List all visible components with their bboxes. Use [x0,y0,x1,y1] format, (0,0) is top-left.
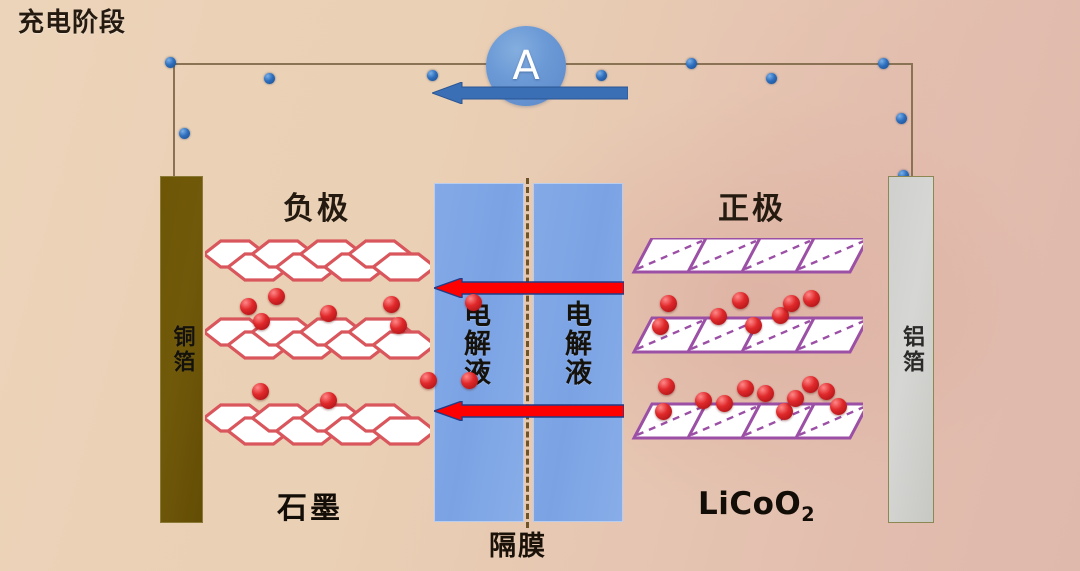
licoo2-layer [631,402,863,440]
aluminum-foil-label: 铝箔 [899,324,924,375]
lithium-ion [461,372,478,389]
electron-dot [179,128,190,139]
lithium-ion [802,376,819,393]
lithium-ion [787,390,804,407]
graphite-hexagon [370,330,430,360]
licoo2-formula: LiCoO [698,486,802,522]
licoo2-diagonal [636,319,703,351]
lithium-ion [745,317,762,334]
lithium-ion [818,383,835,400]
licoo2-divider [686,238,708,273]
licoo2-diagonal [744,319,811,351]
circuit-wire-left [173,63,175,178]
graphite-layer-row [205,403,430,446]
licoo2-divider [740,403,762,439]
lithium-ion [253,313,270,330]
lithium-ion [320,305,337,322]
electron-dot [898,170,909,181]
lithium-ion [716,395,733,412]
electron-flow-arrow [432,82,628,104]
lithium-ion [803,290,820,307]
electron-dot [427,70,438,81]
lithium-ion [268,288,285,305]
separator-membrane [526,178,529,528]
lithium-ion [652,318,669,335]
licoo2-divider [740,238,762,273]
lithium-ion [465,294,482,311]
page-title: 充电阶段 [18,8,127,38]
electrolyte-block-right [533,183,623,522]
lithium-ion [252,383,269,400]
licoo2-divider [686,317,708,353]
licoo2-divider [686,403,708,439]
copper-foil-label: 铜箔 [169,324,195,375]
lithium-ion [830,398,847,415]
lithium-ion [390,317,407,334]
licoo2-divider [794,403,816,439]
licoo2-diagonal [636,405,703,437]
lithium-ion [737,380,754,397]
licoo2-divider [794,317,816,353]
electrolyte-block-left [434,183,524,522]
graphite-layer-row [205,317,430,360]
lithium-ion [757,385,774,402]
lithium-ion [695,392,712,409]
lithium-ion [732,292,749,309]
lithium-ion [420,372,437,389]
lithium-ion [240,298,257,315]
electron-dot [766,73,777,84]
graphite-label: 石墨 [277,491,343,526]
lithium-ion [320,392,337,409]
electrolyte-label-right: 电解液 [560,300,591,387]
aluminum-foil-collector: 铝箔 [888,176,934,523]
graphite-layer-row [205,239,430,282]
licoo2-diagonal [798,240,863,271]
lithium-ion [658,378,675,395]
licoo2-layer [631,238,863,274]
lithium-ion [783,295,800,312]
copper-foil-collector: 铜箔 [160,176,203,523]
lithium-ion [655,403,672,420]
graphite-hexagon [370,252,430,282]
lithium-ion [772,307,789,324]
licoo2-diagonal [798,320,863,351]
licoo2-diagonal [744,239,811,271]
circuit-wire-right [911,63,913,178]
electron-dot [264,73,275,84]
lithium-ion-arrow-upper [434,278,624,298]
anode-title: 负极 [283,191,351,227]
lithium-ion [383,296,400,313]
licoo2-divider [794,238,816,273]
lithium-ion [776,403,793,420]
licoo2-label: LiCoO2 [698,486,815,526]
ammeter-label: A [512,43,540,89]
licoo2-diagonal [636,239,703,271]
licoo2-diagonal [744,405,811,437]
graphite-hexagon [370,416,430,446]
graphite-lattice [205,239,430,446]
electron-dot [686,58,697,69]
licoo2-diagonal [690,405,757,437]
licoo2-diagonal [798,406,863,437]
electron-dot [878,58,889,69]
separator-label: 隔膜 [489,531,547,562]
lithium-ion [660,295,677,312]
electron-dot [896,113,907,124]
electron-dot [596,70,607,81]
licoo2-subscript: 2 [801,503,816,527]
lithium-ion-arrow-lower [434,401,624,421]
cathode-title: 正极 [718,191,786,227]
electron-dot [165,57,176,68]
licoo2-diagonal [690,239,757,271]
licoo2-lattice [631,238,863,440]
lithium-ion [710,308,727,325]
